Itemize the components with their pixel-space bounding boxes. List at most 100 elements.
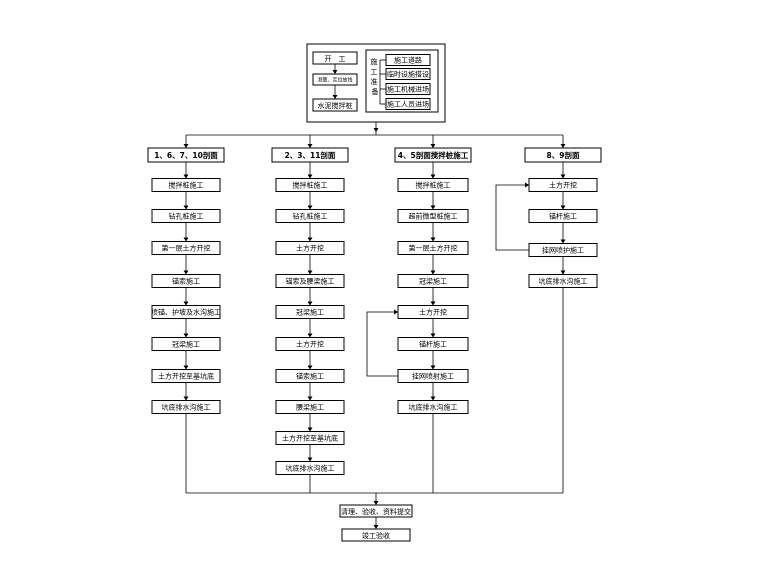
stir-pile-box — [312, 98, 358, 112]
column-1: 1、6、7、10剖面搅拌桩施工钻孔桩施工第一层土方开挖锚索施工喷锚、护坡及水沟施… — [147, 135, 225, 493]
step-label: 挂网喷护施工 — [542, 246, 584, 255]
step-label: 钻孔桩施工 — [293, 212, 328, 221]
prep-item-box — [385, 83, 431, 95]
loop-back-col3 — [366, 309, 398, 377]
arrowhead — [430, 301, 436, 306]
arrowhead — [560, 174, 566, 179]
arrowhead — [373, 128, 379, 132]
step-label: 钻孔桩施工 — [169, 212, 204, 221]
arrowhead — [430, 270, 436, 275]
arrowhead — [430, 144, 436, 148]
step-label: 锚杆施工 — [549, 212, 577, 221]
step-label: 腰梁施工 — [296, 403, 324, 412]
step-label: 锚索施工 — [296, 372, 324, 381]
arrowhead — [307, 237, 313, 242]
step-label: 第一层土方开挖 — [409, 244, 458, 253]
loop-line — [366, 311, 398, 377]
arrowhead — [560, 205, 566, 210]
step-label: 冠梁施工 — [296, 308, 324, 317]
arrowhead — [183, 205, 189, 210]
step-label: 锚索施工 — [172, 277, 200, 286]
stir-pile-label: 水泥搅拌桩 — [318, 101, 353, 110]
step-label: 土方开挖 — [419, 308, 447, 317]
arrowhead — [183, 333, 189, 338]
arrowhead — [307, 301, 313, 306]
step-label: 土方开挖 — [549, 181, 577, 190]
arrowhead — [183, 396, 189, 401]
arrowhead — [307, 144, 313, 148]
column-3: 4、5剖面搅拌桩施工搅拌桩施工超前微型桩施工第一层土方开挖冠梁施工土方开挖锚杆施… — [394, 135, 472, 493]
prep-label-char: 工 — [370, 68, 377, 76]
step-label: 冠梁施工 — [419, 277, 447, 286]
arrowhead — [373, 501, 379, 505]
arrowhead — [332, 95, 338, 99]
arrowhead — [307, 205, 313, 210]
arrowhead — [183, 144, 189, 148]
arrowhead — [183, 174, 189, 179]
survey-label: 测量、定位放线 — [317, 77, 352, 84]
step-label: 搅拌桩施工 — [169, 181, 204, 190]
arrowhead — [307, 270, 313, 275]
arrowhead — [430, 365, 436, 370]
step-label: 土方开挖至基坑底 — [158, 372, 214, 381]
step-label: 搅拌桩施工 — [416, 181, 451, 190]
step-label: 坑底排水沟施工 — [286, 464, 335, 473]
step-label: 搅拌桩施工 — [293, 181, 328, 190]
column-header-label: 1、6、7、10剖面 — [154, 150, 218, 160]
arrowhead — [307, 396, 313, 401]
step-label: 坑底排水沟施工 — [162, 403, 211, 412]
step-label: 锚杆施工 — [419, 340, 447, 349]
column-header-label: 2、3、11剖面 — [285, 150, 336, 160]
acceptance-label: 清理、验收、资料提交 — [341, 507, 411, 516]
loop-line — [495, 184, 529, 251]
prep-item-box — [385, 68, 431, 80]
column-2: 2、3、11剖面搅拌桩施工钻孔桩施工土方开挖锚索及腰梁施工冠梁施工土方开挖锚索施… — [271, 135, 349, 493]
arrowhead — [307, 365, 313, 370]
step-label: 坑底排水沟施工 — [409, 403, 458, 412]
column-header-label: 4、5剖面搅拌桩施工 — [398, 150, 469, 160]
columns: 1、6、7、10剖面搅拌桩施工钻孔桩施工第一层土方开挖锚索施工喷锚、护坡及水沟施… — [147, 135, 602, 493]
prep-item-label: 施工道路 — [394, 56, 422, 65]
step-label: 喷锚、护坡及水沟施工 — [151, 308, 221, 317]
loop-back-col4 — [495, 182, 529, 251]
arrowhead — [183, 301, 189, 306]
step-label: 土方开挖 — [296, 340, 324, 349]
arrowhead — [307, 457, 313, 462]
arrowhead — [560, 270, 566, 275]
prep-label-char: 施 — [370, 57, 377, 66]
arrowhead — [307, 174, 313, 179]
prep-item-label: 施工机械进场 — [387, 85, 429, 94]
prep-label-char: 准 — [370, 77, 377, 86]
arrowhead — [373, 525, 379, 529]
arrowhead — [430, 396, 436, 401]
column-header-label: 8、9剖面 — [547, 150, 580, 160]
completion-box — [341, 528, 411, 542]
arrowhead — [394, 309, 398, 315]
arrowhead — [525, 182, 529, 188]
prep-item-box — [385, 54, 431, 66]
prep-label: 施 工 准 备 — [370, 57, 379, 96]
prep-item-box — [385, 98, 431, 110]
step-label: 第一层土方开挖 — [162, 244, 211, 253]
prep-item-label: 临时设施搭设 — [387, 70, 429, 79]
arrowhead — [307, 427, 313, 432]
arrowhead — [560, 144, 566, 148]
step-label: 冠梁施工 — [172, 340, 200, 349]
completion-label: 竣工验收 — [362, 531, 390, 540]
step-label: 锚索及腰梁施工 — [286, 277, 335, 286]
step-label: 土方开挖至基坑底 — [282, 434, 338, 443]
step-label: 挂网喷射施工 — [412, 372, 454, 381]
arrowhead — [307, 333, 313, 338]
arrowhead — [430, 333, 436, 338]
step-label: 坑底排水沟施工 — [539, 277, 588, 286]
step-label: 土方开挖 — [296, 244, 324, 253]
arrowhead — [332, 70, 338, 74]
arrowhead — [183, 270, 189, 275]
arrowhead — [430, 205, 436, 210]
start-label: 开 工 — [325, 55, 346, 63]
prep-item-label: 施工人员进场 — [387, 100, 429, 109]
arrowhead — [183, 237, 189, 242]
